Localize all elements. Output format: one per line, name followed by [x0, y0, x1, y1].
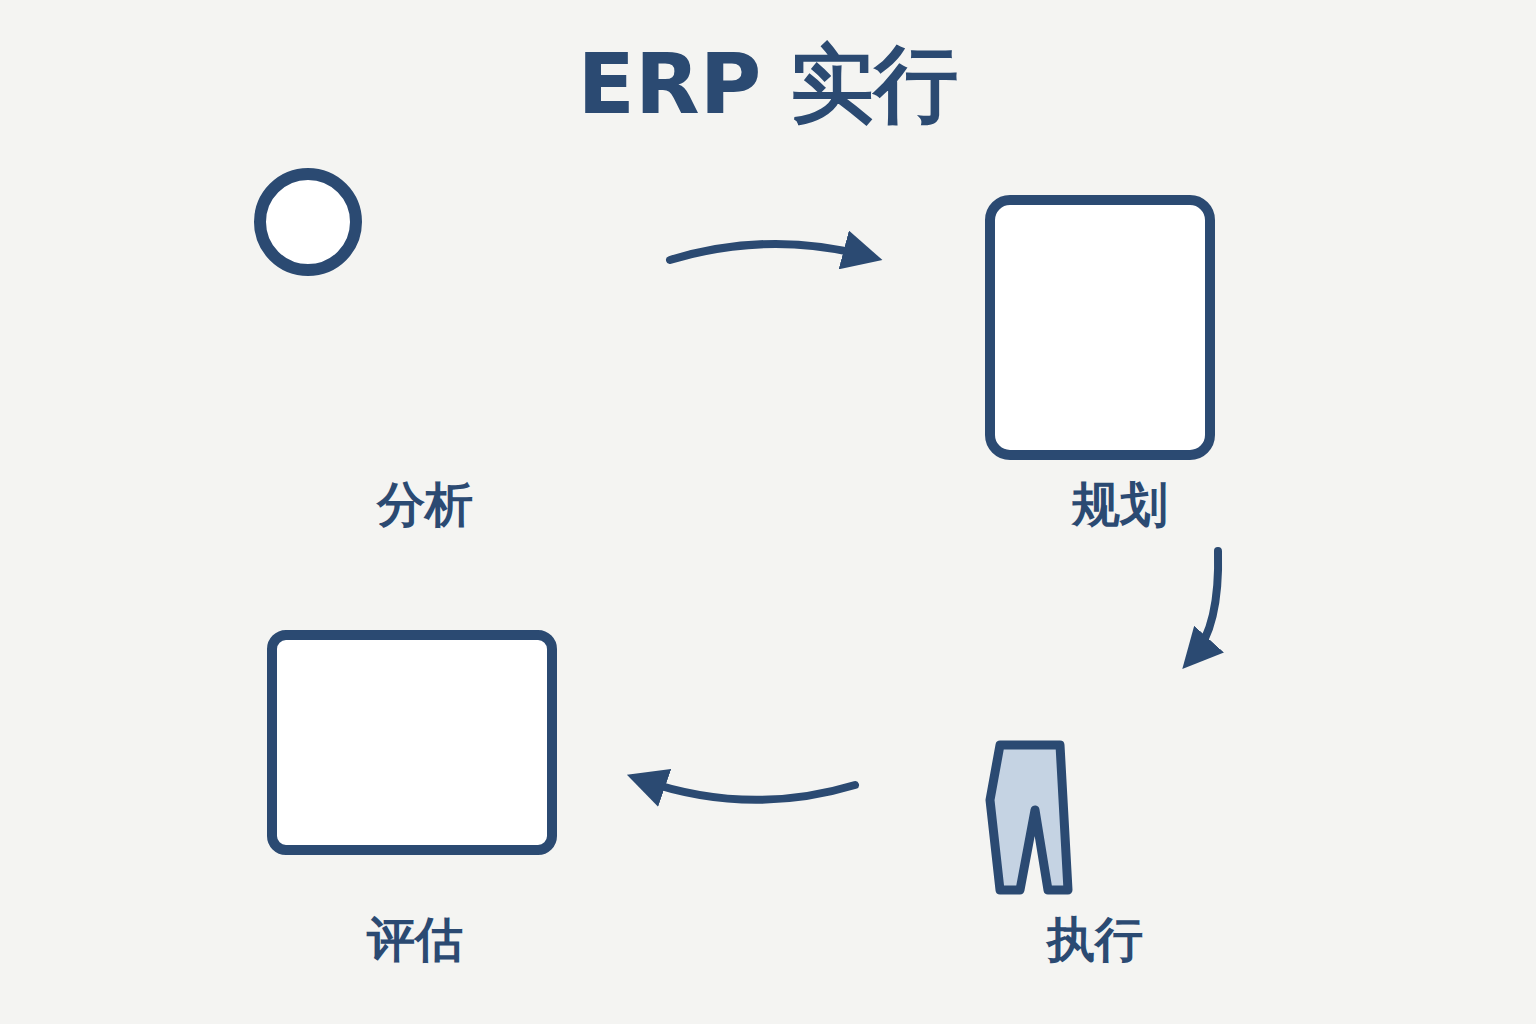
flow-arrow [1193, 551, 1218, 657]
diagram-title: ERP 实行 [0, 38, 1536, 130]
stage-node: 规划 [985, 160, 1270, 545]
stage-node: 执行 [915, 575, 1275, 975]
stage-label: 执行 [1047, 913, 1143, 966]
flow-arrow [670, 244, 867, 260]
stage-label: 评估 [367, 913, 463, 966]
stage-node: 分析 [225, 160, 635, 545]
stage-label: 分析 [377, 478, 473, 531]
stage-label: 规划 [1072, 478, 1168, 531]
flow-arrow [642, 780, 855, 800]
stage-node: 评估 [265, 575, 560, 975]
